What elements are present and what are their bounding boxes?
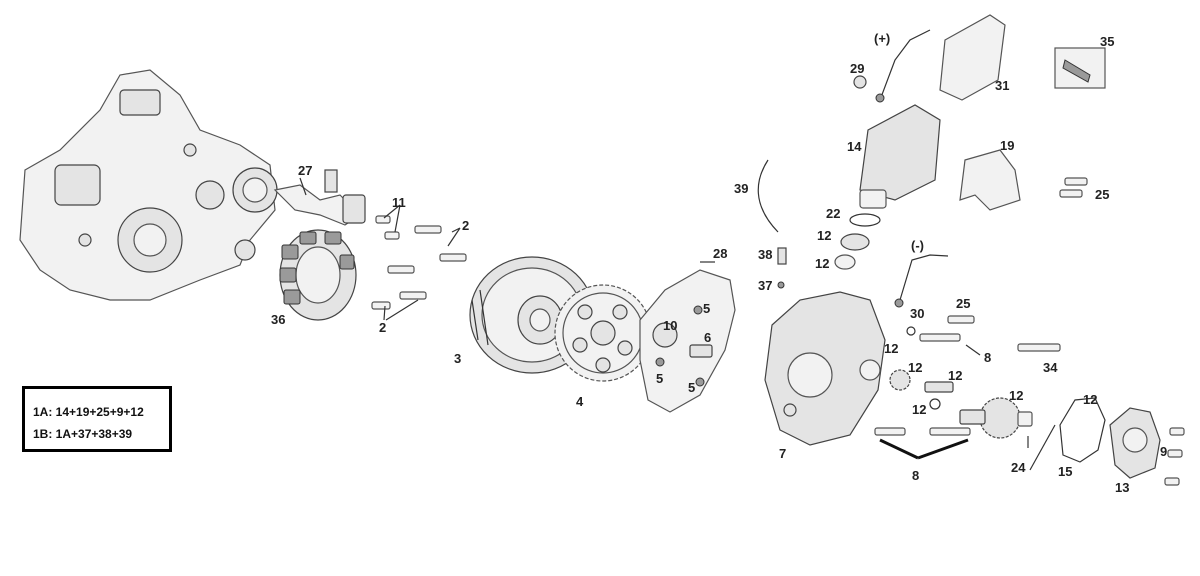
label-8-bottom: 8 [912,468,919,483]
label-30: 30 [910,306,924,321]
label-12-b: 12 [815,256,829,271]
label-22: 22 [826,206,840,221]
starter-bracket [959,149,1021,211]
label-27: 27 [298,163,312,178]
legend-line-1b: 1B: 1A+37+38+39 [33,427,133,441]
kit-legend-box: 1A: 14+19+25+9+12 1B: 1A+37+38+39 [22,386,172,452]
starter-ring-gear [554,284,652,382]
label-12-h: 12 [1083,392,1097,407]
idler-gears [889,369,1033,448]
label-12-a: 12 [817,228,831,243]
label-36: 36 [271,312,285,327]
bolts-8 [874,333,981,460]
label-29: 29 [850,61,864,76]
cover-gasket-plate [639,261,736,413]
bolts-group-left [371,204,467,321]
label-12-e: 12 [948,368,962,383]
label-5-top: 5 [703,301,710,316]
label-12-g: 12 [1009,388,1023,403]
bolts-25-top [1059,177,1088,198]
label-15: 15 [1058,464,1072,479]
label-11: 11 [392,195,406,210]
part-35-box [1054,47,1106,89]
label-39: 39 [734,181,748,196]
clutch-cover [764,291,886,446]
cover-13 [1109,407,1185,486]
label-14: 14 [847,139,862,154]
label-31: 31 [995,78,1009,93]
gasket-15 [1029,397,1106,471]
starter-motor [859,29,941,209]
label-8-top: 8 [984,350,991,365]
label-9: 9 [1160,444,1167,459]
label-13: 13 [1115,480,1129,495]
label-6: 6 [704,330,711,345]
label-7: 7 [779,446,786,461]
stator [279,229,357,321]
label-25-top: 25 [1095,187,1109,202]
legend-line-1a: 1A: 14+19+25+9+12 [33,405,144,419]
engine-crankcase [19,69,278,301]
label-12-d: 12 [908,360,922,375]
label-2-top: 2 [462,218,469,233]
starter-cover [939,14,1006,101]
label-35: 35 [1100,34,1114,49]
label-34: 34 [1043,360,1058,375]
label-minus: (-) [911,238,924,253]
label-plus: (+) [874,31,890,46]
label-5-right: 5 [688,380,695,395]
label-2-bottom: 2 [379,320,386,335]
label-24: 24 [1011,460,1026,475]
label-12-c: 12 [884,341,898,356]
small-nut-29 [853,75,867,89]
label-19: 19 [1000,138,1014,153]
stator-bracket [273,169,366,226]
label-10: 10 [663,318,677,333]
spring-and-pins [757,159,787,289]
label-5-left: 5 [656,371,663,386]
ground-wire [894,254,949,336]
label-28: 28 [713,246,727,261]
label-12-f: 12 [912,402,926,417]
label-3: 3 [454,351,461,366]
seals-and-bearings [834,213,881,270]
label-38: 38 [758,247,772,262]
label-4: 4 [576,394,584,409]
bolts-25-34 [947,315,1061,352]
label-25-mid: 25 [956,296,970,311]
label-37: 37 [758,278,772,293]
